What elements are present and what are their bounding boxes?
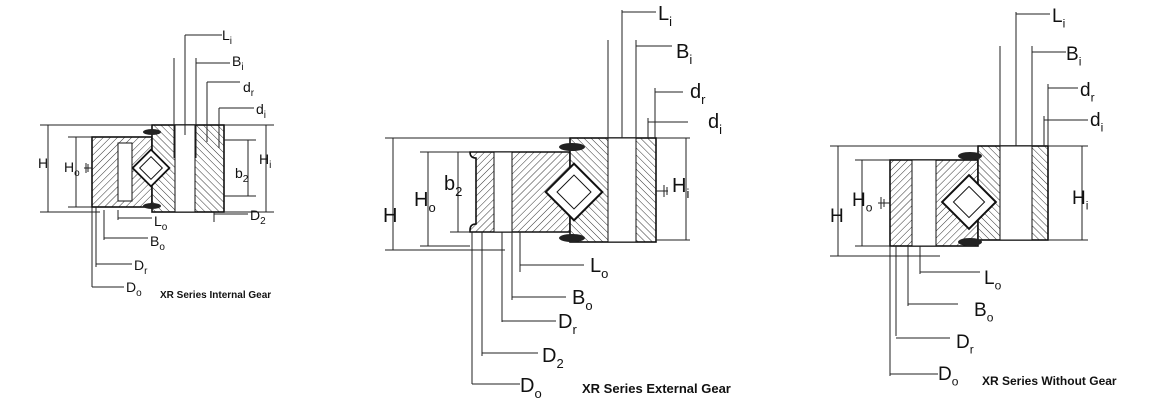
dim-label-lo: Lo — [154, 213, 168, 233]
dim-label-dr: Dr — [134, 257, 148, 277]
seal-top — [559, 143, 585, 151]
roller — [131, 148, 171, 188]
diagram-without-gear — [830, 12, 1088, 376]
seal-top — [143, 129, 161, 135]
dim-label-bo: Bo — [150, 233, 165, 253]
dim-label-dr: dr — [1080, 80, 1095, 105]
dim-label-di: di — [256, 101, 266, 121]
dim-label-do: Do — [938, 364, 959, 389]
diagram-external-gear — [385, 10, 690, 385]
dim-label-d2: D2 — [542, 345, 564, 371]
dim-label-do: Do — [126, 279, 142, 299]
dim-label-ho: Ho — [414, 189, 436, 215]
dim-label-dr: dr — [690, 81, 706, 107]
roller — [940, 173, 998, 231]
dim-label-h: H — [38, 155, 48, 171]
dim-label-dr: Dr — [956, 332, 974, 357]
dim-label-dr: Dr — [558, 311, 577, 337]
seal-top — [958, 152, 982, 160]
dim-label-ho: Ho — [64, 159, 80, 179]
dim-label-do: Do — [520, 375, 542, 401]
dim-label-bi: Bi — [1066, 44, 1081, 69]
dim-label-b2: b2 — [444, 173, 462, 199]
dim-label-bo: Bo — [974, 300, 994, 325]
diagram-caption: XR Series Internal Gear — [160, 290, 271, 301]
diagram-caption: XR Series External Gear — [582, 381, 731, 396]
dim-label-h: H — [383, 205, 397, 227]
dim-label-di: di — [1090, 110, 1103, 135]
grease-fitting-icon — [84, 163, 92, 173]
seal-bottom — [559, 234, 585, 242]
dim-label-b2: b2 — [235, 165, 249, 185]
dim-label-hi: Hi — [259, 151, 271, 171]
dim-label-hi: Hi — [1072, 188, 1088, 213]
dim-label-bi: Bi — [676, 41, 692, 67]
dim-label-bi: Bi — [232, 53, 244, 73]
roller — [544, 162, 604, 222]
captions: XR Series Internal Gear XR Series Externa… — [160, 290, 1117, 396]
dim-label-lo: Lo — [590, 255, 608, 281]
dim-label-bo: Bo — [572, 287, 593, 313]
seal-bottom — [143, 203, 161, 209]
seal-bottom — [958, 238, 982, 246]
dim-label-li: Li — [1052, 6, 1065, 31]
dim-label-li: Li — [658, 3, 672, 29]
dim-label-lo: Lo — [984, 268, 1002, 293]
dim-label-hi: Hi — [672, 175, 689, 201]
dim-label-ho: Ho — [852, 190, 873, 215]
dim-label-d2: D2 — [250, 207, 266, 227]
grease-fitting-icon — [878, 197, 890, 209]
dim-label-h: H — [830, 206, 844, 227]
diagram-caption: XR Series Without Gear — [982, 374, 1117, 388]
diagram-internal-gear — [40, 34, 274, 288]
dim-label-li: Li — [222, 27, 232, 47]
grease-fitting-icon — [656, 185, 668, 197]
dim-label-di: di — [708, 111, 722, 137]
dim-label-dr: dr — [243, 79, 255, 99]
